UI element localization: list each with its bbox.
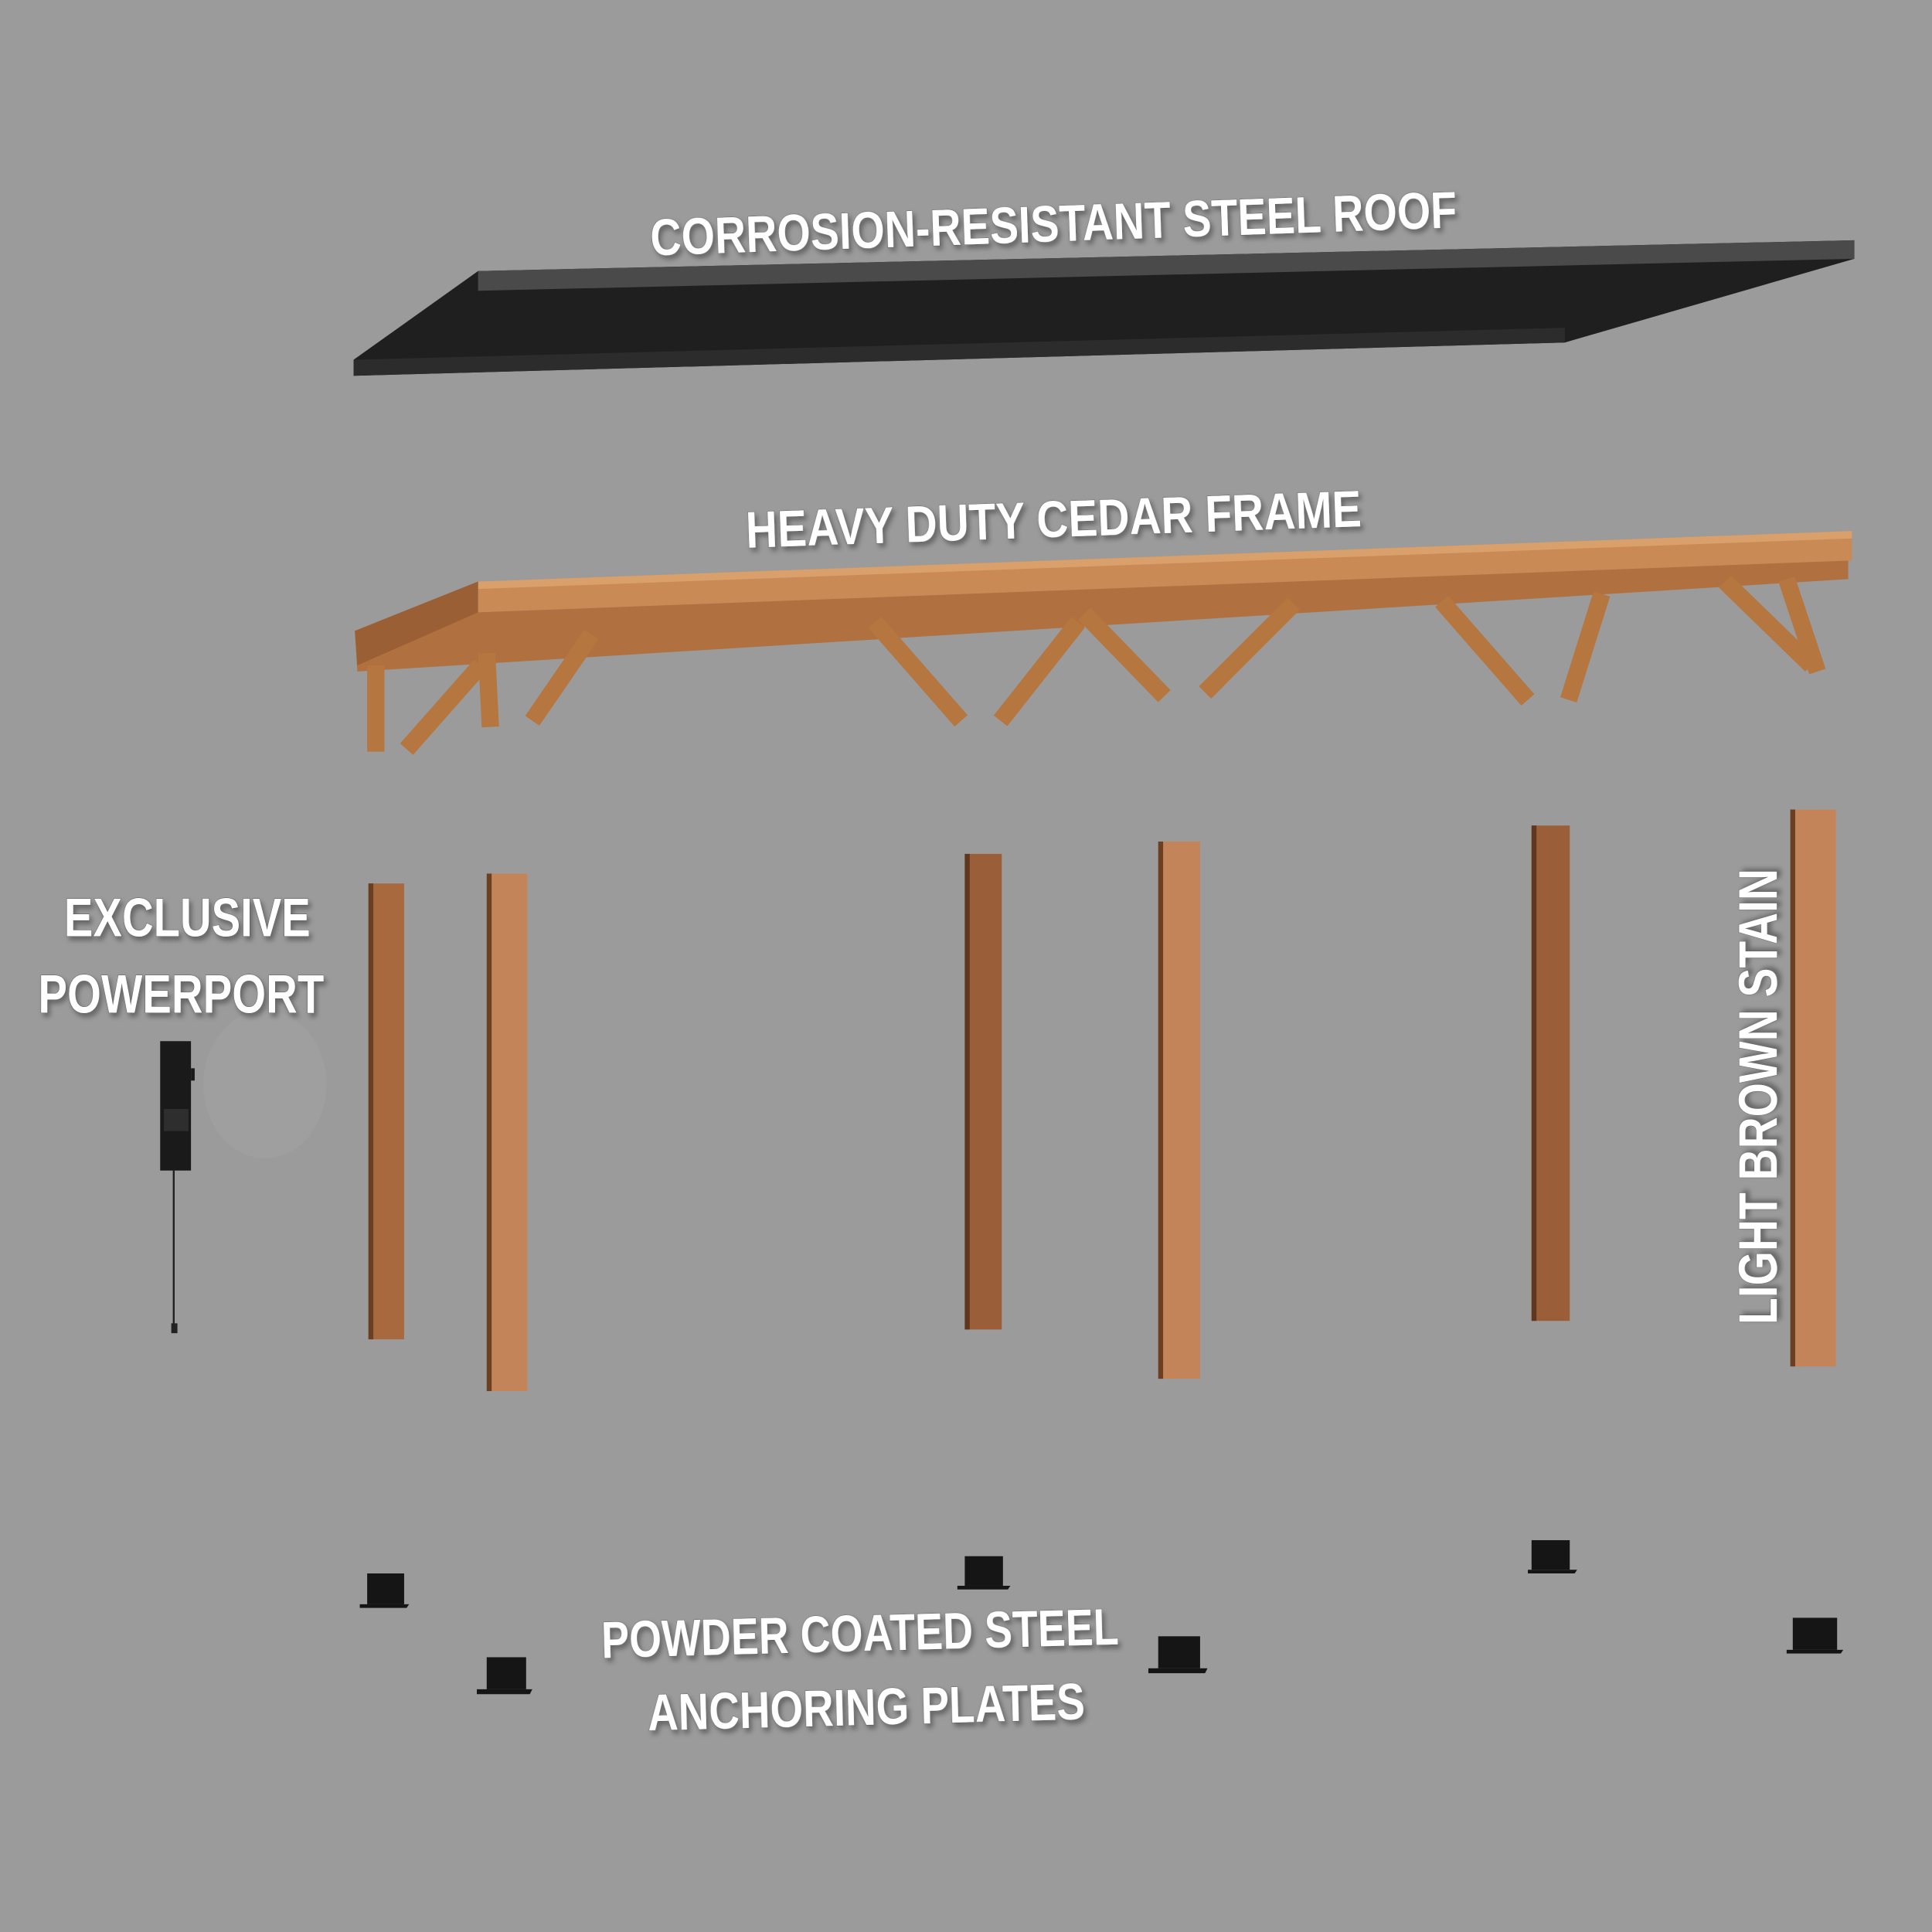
plates-label-line1: POWDER COATED STEEL <box>600 1598 1119 1670</box>
powerport-label-line2: POWERPORT <box>38 964 324 1025</box>
anchor-plate <box>1786 1617 1844 1654</box>
anchor-plate <box>1148 1636 1208 1674</box>
post <box>964 853 1002 1330</box>
post <box>1158 841 1200 1379</box>
post <box>368 883 404 1340</box>
post <box>486 873 528 1392</box>
posts <box>368 809 1836 1392</box>
knee-braces <box>367 575 1826 755</box>
anchoring-plates <box>359 1539 1844 1695</box>
post <box>1790 809 1836 1367</box>
anchor-plate <box>359 1573 410 1608</box>
post <box>1531 825 1570 1321</box>
anchor-plate <box>957 1556 1011 1590</box>
powerport-label-line1: EXCLUSIVE <box>64 887 311 948</box>
plates-label-line2: ANCHORING PLATES <box>647 1673 1086 1743</box>
cedar-frame <box>355 531 1852 755</box>
steel-roof <box>353 240 1855 376</box>
stain-label: LIGHT BROWN STAIN <box>1727 869 1788 1325</box>
powerport-device <box>160 1010 327 1334</box>
anchor-plate <box>477 1657 532 1695</box>
frame-label: HEAVY DUTY CEDAR FRAME <box>745 480 1362 560</box>
anchor-plate <box>1528 1539 1577 1574</box>
